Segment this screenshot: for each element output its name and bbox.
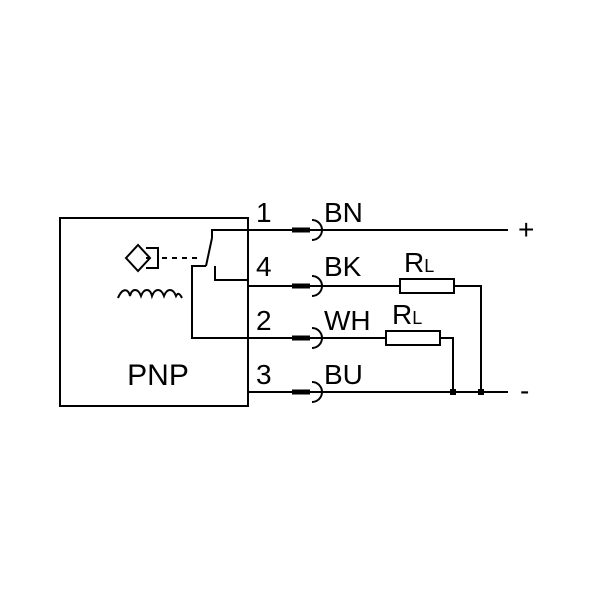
pin-number-3: 3 — [256, 359, 272, 390]
sensor-type-label: PNP — [127, 359, 189, 392]
sensor-housing — [59, 217, 249, 407]
coil-icon — [117, 289, 183, 300]
supply-plus: + — [518, 214, 534, 245]
pin-number-4: 4 — [256, 251, 272, 282]
pin-number-1: 1 — [256, 197, 272, 228]
wire-pin-3 — [248, 381, 508, 403]
junction-dot-2 — [478, 389, 484, 395]
wire-color-bn: BN — [324, 197, 363, 228]
pin-number-2: 2 — [256, 305, 272, 336]
wire-pin-4 — [248, 275, 482, 392]
wire-color-wh: WH — [324, 305, 371, 336]
switch-icon — [191, 229, 249, 339]
junction-dot-1 — [450, 389, 456, 395]
wire-color-bu: BU — [324, 359, 363, 390]
load-resistor-1 — [399, 278, 455, 294]
load-resistor-2 — [385, 330, 441, 346]
wire-pin-1 — [248, 219, 508, 241]
wire-pin-2 — [248, 327, 454, 392]
load-label-1: RL — [404, 247, 434, 278]
sensing-face-icon — [124, 243, 159, 273]
wire-color-bk: BK — [324, 251, 362, 282]
load-label-2: RL — [392, 299, 422, 330]
supply-minus: - — [520, 375, 529, 406]
